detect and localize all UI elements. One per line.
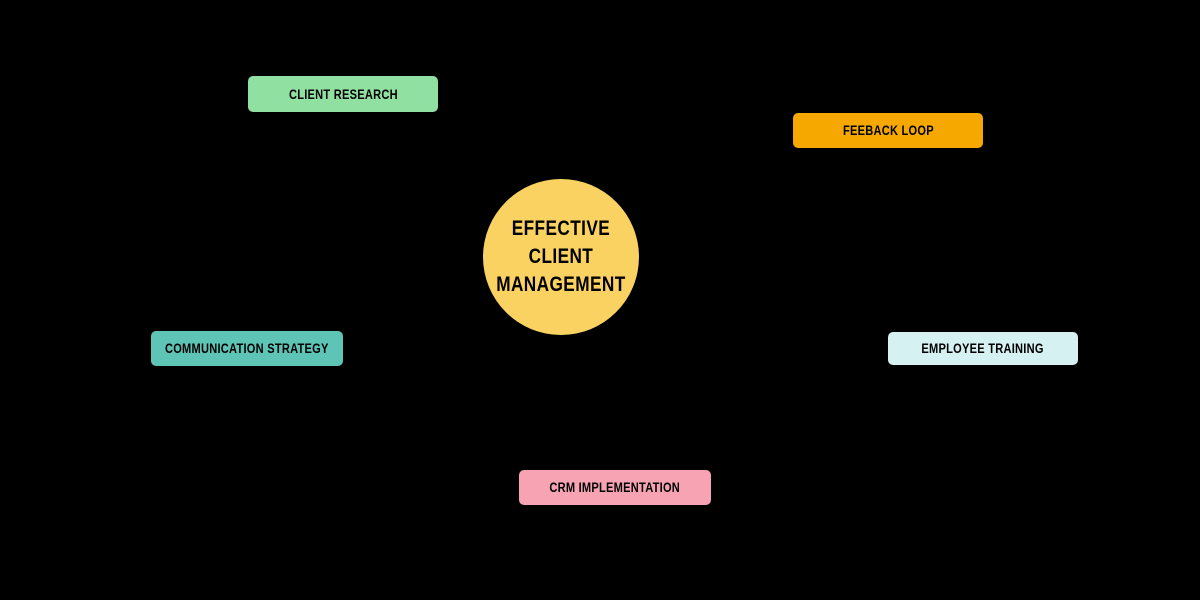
center-topic-line: CLIENT — [528, 245, 594, 268]
node-label: FEEBACK LOOP — [842, 123, 934, 138]
node-label: COMMUNICATION STRATEGY — [165, 341, 329, 356]
center-topic-text: EFFECTIVE CLIENT MANAGEMENT — [496, 215, 625, 299]
node-label: CRM IMPLEMENTATION — [549, 480, 681, 495]
node-label: CLIENT RESEARCH — [288, 86, 398, 102]
node-crm-implementation: CRM IMPLEMENTATION — [519, 470, 711, 505]
node-feeback-loop: FEEBACK LOOP — [793, 113, 983, 148]
node-communication-strategy: COMMUNICATION STRATEGY — [151, 331, 343, 366]
node-client-research: CLIENT RESEARCH — [248, 76, 438, 112]
node-employee-training: EMPLOYEE TRAINING — [888, 332, 1078, 365]
center-topic-circle: EFFECTIVE CLIENT MANAGEMENT — [483, 179, 639, 335]
center-topic-line: MANAGEMENT — [496, 273, 626, 296]
node-label: EMPLOYEE TRAINING — [921, 341, 1045, 356]
center-topic-line: EFFECTIVE — [511, 217, 611, 240]
